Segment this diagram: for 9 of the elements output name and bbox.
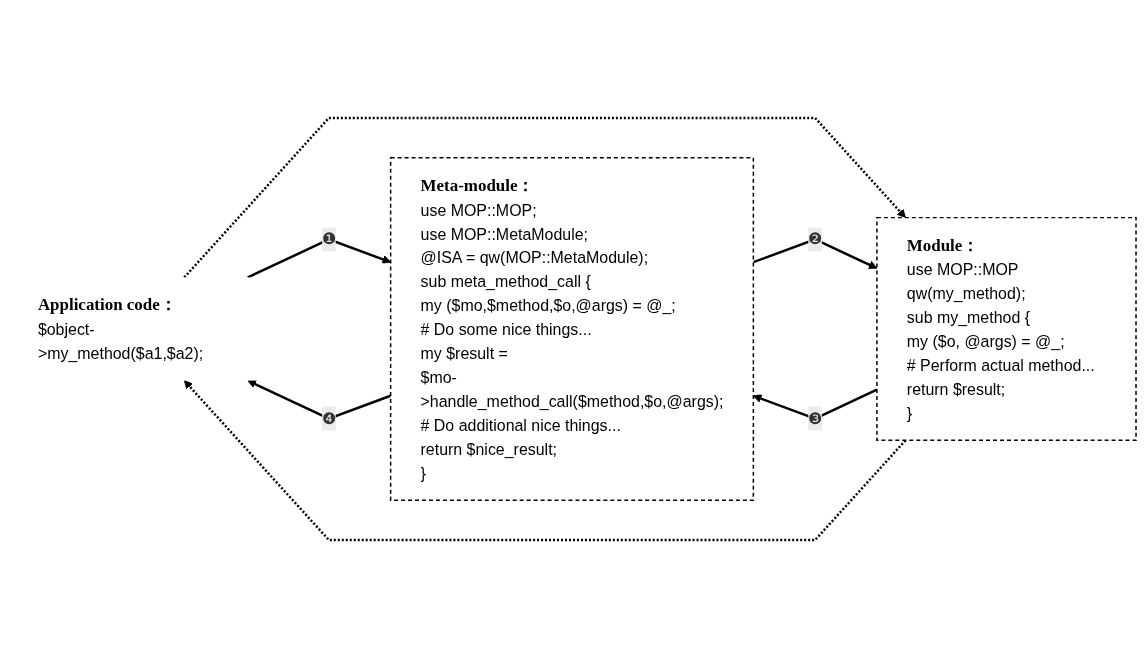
edge-label: ❸ bbox=[808, 409, 823, 427]
arrow bbox=[183, 116, 906, 278]
edge-label: ❷ bbox=[808, 229, 823, 247]
node-box: Meta-module： use MOP::MOP; use MOP::MetaModule; @ISA = qw(MOP::MetaModule); sub meta_method_call { my ($mo,$method,$o,@args) = @_; # Do some nice things... my $result = $mo->handle_method_call($method,$o,@args); # Do additional nice things... return $nice_result; } bbox=[389, 156, 755, 501]
edge-label: ❶ bbox=[321, 229, 336, 247]
node-text: Application code： $object->my_method($a1,$a2); bbox=[37, 294, 204, 362]
node-box: Module： use MOP::MOP qw(my_method); sub my_method { my ($o, @args) = @_; # Perform actual method... return $result; } bbox=[876, 216, 1137, 441]
arrow bbox=[183, 379, 907, 541]
edge-label: ❹ bbox=[321, 409, 336, 427]
